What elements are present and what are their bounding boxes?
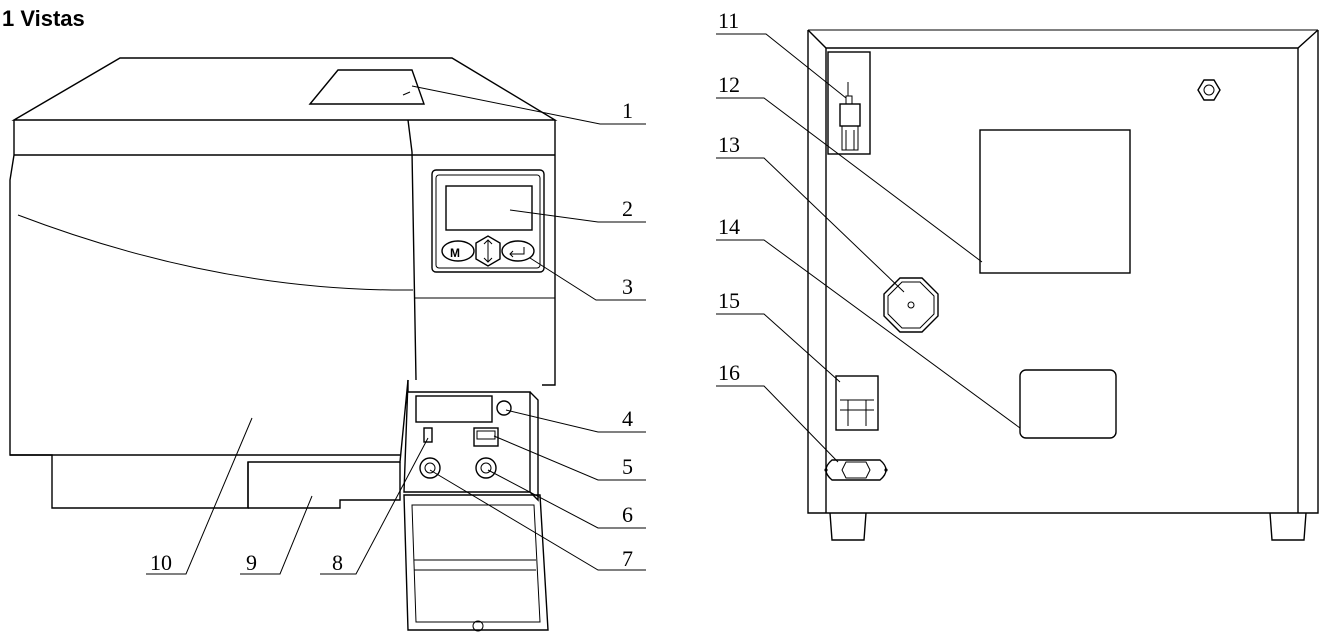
callout-8: 8 [332,550,343,575]
drain-valve-left [419,457,441,479]
indicator-light [496,400,512,416]
arrow-button [475,235,501,267]
service-panel [403,379,531,493]
top-window [308,69,425,105]
vent-cap [1197,79,1221,101]
callout-2: 2 [622,196,633,221]
callout-1: 1 [622,98,633,123]
callout-15: 15 [718,288,740,313]
callout-16: 16 [718,360,740,385]
front-view: M [9,57,558,632]
printer-slot [415,395,493,423]
front-callouts: 1 2 3 4 5 6 7 8 9 10 [146,85,646,575]
rear-panel [807,30,1319,514]
callout-9: 9 [246,550,257,575]
usb-port [423,427,433,443]
callout-6: 6 [622,502,633,527]
chamber-door [9,154,409,509]
overflow-pipe-bracket [827,51,871,155]
rear-callouts: 11 12 13 14 15 16 [716,8,1021,463]
nameplate [979,129,1131,274]
panel-buttons: M [441,235,535,267]
open-flap [403,494,549,631]
menu-button-label: M [450,246,460,260]
callout-10: 10 [150,550,172,575]
lcd-display [445,185,533,231]
safety-valve [883,277,939,333]
right-foot [1269,512,1307,541]
callout-4: 4 [622,406,633,431]
callout-7: 7 [622,546,633,571]
power-switch [473,427,499,447]
menu-button [441,240,475,262]
left-foot [829,512,867,541]
circuit-breaker [835,375,879,431]
control-panel [431,169,545,273]
callout-13: 13 [718,132,740,157]
rear-cover-plate [1019,369,1117,439]
callout-12: 12 [718,72,740,97]
section-title: 1 Vistas [2,6,85,31]
drain-valve-right [475,457,497,479]
callout-5: 5 [622,454,633,479]
rear-view [807,29,1319,541]
power-inlet [824,459,888,481]
overflow-pipe [839,82,861,151]
top-lid [11,57,558,121]
enter-button [501,240,535,262]
callout-3: 3 [622,274,633,299]
callout-11: 11 [718,8,739,33]
callout-14: 14 [718,214,740,239]
